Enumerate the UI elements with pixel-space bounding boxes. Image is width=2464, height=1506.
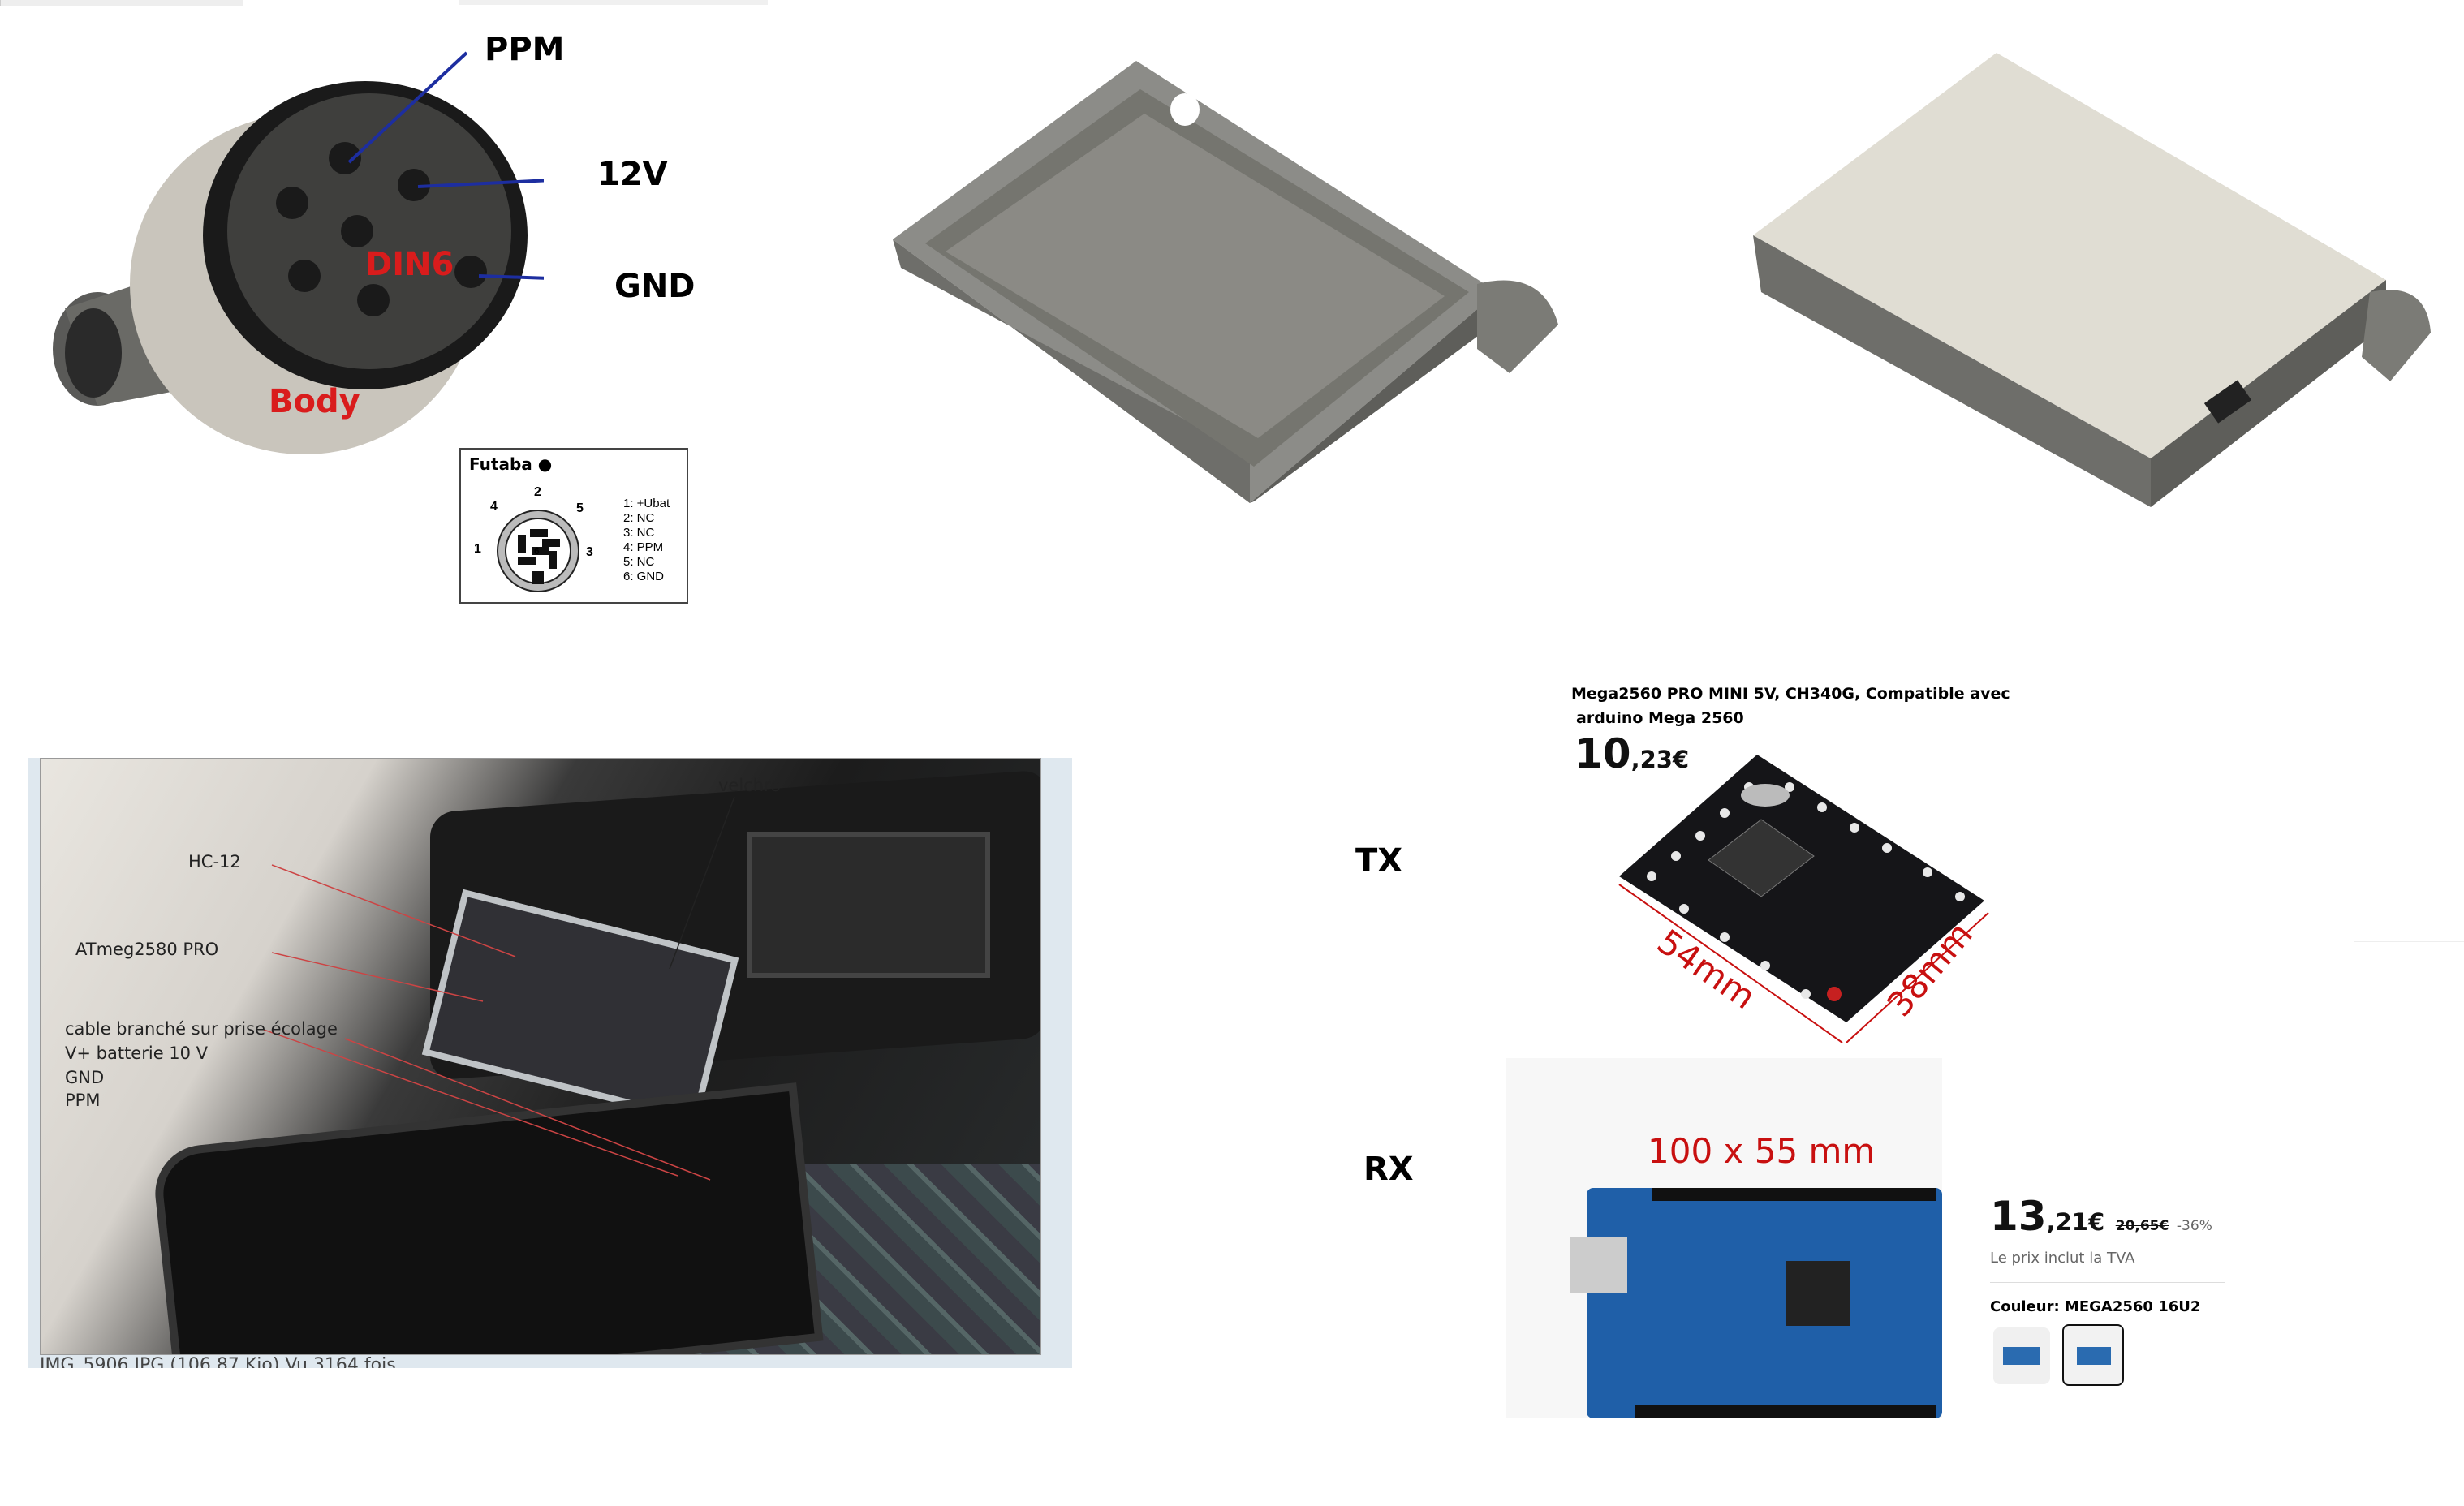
rx-discount: -36% [2176,1218,2212,1234]
futaba-pinout: Futaba ● 2 4 5 1 3 6 1: +Ubat 2: NC 3: N… [459,448,688,604]
label-velchro: velchro [718,776,782,795]
enclosure-closed-render [1753,53,2431,507]
tx-product-title: Mega2560 PRO MINI 5V, CH340G, Compatible… [1571,682,2010,730]
top-dropdown-fragment[interactable] [0,0,243,6]
body-label: Body [269,383,360,420]
mega2560-board [1570,1188,1942,1418]
rx-label: RX [1363,1151,1414,1188]
mega-pro-mini-board [1618,755,1989,1043]
label-atmega: ATmeg2580 PRO [75,940,219,959]
rx-tax-note: Le prix inclut la TVA [1990,1250,2135,1267]
header-row [1652,1188,1936,1201]
futaba-pin-list: 1: +Ubat 2: NC 3: NC 4: PPM 5: NC 6: GND [623,497,670,584]
pin-number-2: 2 [534,485,541,499]
12v-label: 12V [597,156,668,193]
pin-number-4: 4 [490,500,498,514]
tx-title-line2: arduino Mega 2560 [1576,709,1744,727]
pin-4: 4: PPM [623,540,664,554]
photo-image[interactable] [40,758,1041,1355]
rx-price-int: 13 [1990,1193,2047,1240]
photo-caption[interactable]: IMG_5906.JPG (106.87 Kio) Vu 3164 fois [40,1355,396,1368]
rx-product-image: 100 x 55 mm [1506,1058,1942,1418]
pin-3: 3: NC [623,526,655,540]
thumb-board-icon [2003,1347,2040,1365]
tx-price-int: 10 [1574,730,1631,777]
tx-price: 10,23€ [1574,730,1689,777]
top-notice-fragment [459,0,768,5]
futaba-dot-icon: ● [537,454,553,474]
pin-6: 6: GND [623,570,665,583]
divider [1990,1282,2225,1283]
label-ppm: PPM [65,1091,101,1110]
label-cable: cable branché sur prise écolage [65,1019,338,1039]
gnd-label: GND [614,268,696,305]
futaba-title: Futaba ● [469,454,552,474]
label-hc12: HC-12 [188,852,241,871]
header-row-bottom [1635,1405,1936,1418]
futaba-socket-icon [497,510,579,592]
tx-label: TX [1355,842,1403,880]
annotation-lines [263,796,735,1181]
pin-5: 5: NC [623,555,655,569]
pin-1: 1: +Ubat [623,497,670,510]
label-gnd: GND [65,1068,105,1087]
pin-2: 2: NC [623,511,655,525]
pin-number-3: 3 [586,545,593,559]
rx-price: 13,21€ 20,65€ -36% [1990,1193,2212,1240]
tx-title-line1: Mega2560 PRO MINI 5V, CH340G, Compatible… [1571,685,2010,703]
rx-price-dec: ,21€ [2046,1208,2105,1236]
din6-label: DIN6 [365,246,454,283]
enclosure-tray-render [893,61,1558,503]
pin-number-1: 1 [474,542,481,556]
din-connector-render [53,51,544,454]
faint-divider [2354,941,2464,942]
pin-number-6: 6 [534,545,540,557]
usb-port [1570,1237,1627,1293]
rx-old-price: 20,65€ [2115,1218,2169,1234]
futaba-title-text: Futaba [469,454,532,474]
tx-price-dec: ,23€ [1630,746,1690,773]
mcu-chip [1786,1261,1850,1326]
gimbal-block [747,832,990,978]
rx-dims: 100 x 55 mm [1648,1131,1876,1171]
color-option-1[interactable] [1993,1327,2050,1384]
ppm-label: PPM [485,31,565,68]
forum-photo-attachment: velchro HC-12 ATmeg2580 PRO cable branch… [28,758,1072,1368]
thumb-board-icon [2077,1347,2111,1365]
rx-color-label: Couleur: MEGA2560 16U2 [1990,1298,2201,1315]
label-vbat: V+ batterie 10 V [65,1043,209,1063]
color-option-2-selected[interactable] [2062,1324,2124,1386]
pin-number-5: 5 [576,501,584,515]
